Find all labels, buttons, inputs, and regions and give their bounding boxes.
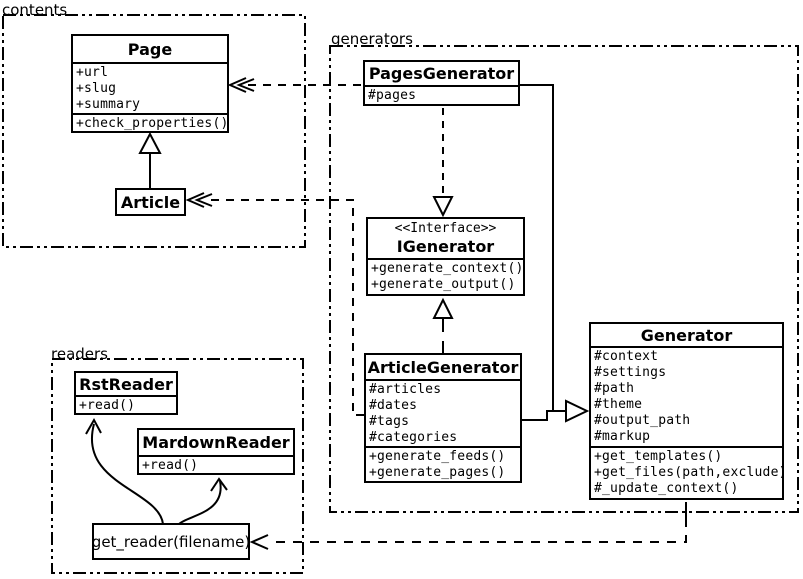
class-pagesgenerator-title: PagesGenerator [365, 62, 518, 87]
class-articlegenerator-methods: +generate_feeds() +generate_pages() [366, 448, 520, 481]
method: +generate_pages() [369, 465, 506, 480]
readers-package-border [51, 358, 304, 574]
generalization-to-generator [520, 84, 590, 423]
attribute: #context [594, 349, 659, 364]
attribute: +url [76, 65, 109, 80]
attribute: #theme [594, 397, 643, 412]
attribute: #dates [369, 398, 418, 413]
method: +get_templates() [594, 449, 723, 464]
attribute: #pages [368, 88, 417, 103]
class-page: Page +url +slug +summary +check_properti… [71, 34, 229, 133]
interface-igenerator-methods: +generate_context() +generate_output() [368, 260, 523, 294]
class-generator-methods: +get_templates() +get_files(path,exclude… [591, 448, 782, 498]
class-mardownreader-title: MardownReader [139, 430, 293, 457]
generators-package-border [329, 45, 799, 513]
generators-package-label: generators [331, 30, 413, 48]
class-page-attributes: +url +slug +summary [73, 64, 227, 115]
realization-articlegenerator-to-igenerator [432, 297, 454, 353]
method: +generate_output() [371, 277, 516, 292]
dependency-articlegenerator-to-article [185, 192, 364, 416]
contents-package-label: contents [2, 1, 68, 19]
arrow-getreader-to-rstreader [85, 417, 164, 525]
attribute: +summary [76, 97, 141, 112]
interface-igenerator-header: <<Interface>> IGenerator [368, 219, 523, 260]
method: +get_files(path,exclude) [594, 465, 782, 480]
class-generator: Generator #context #settings #path #them… [589, 322, 784, 500]
method: +read() [79, 398, 136, 413]
readers-package-label: readers [51, 345, 108, 363]
attribute: #articles [369, 382, 442, 397]
attribute: #categories [369, 430, 458, 445]
class-rstreader-title: RstReader [76, 373, 176, 397]
class-articlegenerator-title: ArticleGenerator [366, 355, 520, 381]
attribute: #path [594, 381, 635, 396]
inheritance-article-to-page [138, 131, 162, 188]
class-mardownreader-methods: +read() [139, 457, 293, 473]
class-page-title: Page [73, 36, 227, 64]
class-article-title: Article [120, 192, 181, 212]
function-get-reader: get_reader(filename) [92, 523, 250, 560]
method: #_update_context() [594, 481, 739, 496]
attribute: #settings [594, 365, 667, 380]
class-rstreader-methods: +read() [76, 397, 176, 413]
class-rstreader: RstReader +read() [74, 371, 178, 415]
realization-pagesgenerator-to-igenerator [432, 108, 454, 218]
method: +read() [142, 458, 199, 473]
class-articlegenerator-attributes: #articles #dates #tags #categories [366, 381, 520, 448]
function-get-reader-label: get_reader(filename) [94, 532, 248, 551]
method: +check_properties() [76, 116, 227, 131]
class-articlegenerator: ArticleGenerator #articles #dates #tags … [364, 353, 522, 483]
contents-package-border [2, 14, 306, 248]
stereotype: <<Interface>> [394, 220, 497, 236]
class-pagesgenerator: PagesGenerator #pages [363, 60, 520, 106]
interface-igenerator-title: IGenerator [396, 236, 495, 256]
interface-igenerator: <<Interface>> IGenerator +generate_conte… [366, 217, 525, 296]
class-generator-title: Generator [591, 324, 782, 348]
method: +generate_context() [371, 261, 523, 276]
dependency-pagesgenerator-to-page [227, 77, 363, 93]
attribute: #markup [594, 429, 651, 444]
dependency-generator-to-getreader [249, 502, 687, 550]
method: +generate_feeds() [369, 449, 506, 464]
attribute: #tags [369, 414, 410, 429]
class-generator-attributes: #context #settings #path #theme #output_… [591, 348, 782, 448]
attribute: +slug [76, 81, 117, 96]
attribute: #output_path [594, 413, 691, 428]
class-mardownreader: MardownReader +read() [137, 428, 295, 475]
class-pagesgenerator-attributes: #pages [365, 87, 518, 104]
class-article: Article [115, 188, 186, 216]
arrow-getreader-to-mardownreader [178, 477, 228, 525]
class-page-methods: +check_properties() [73, 115, 227, 131]
